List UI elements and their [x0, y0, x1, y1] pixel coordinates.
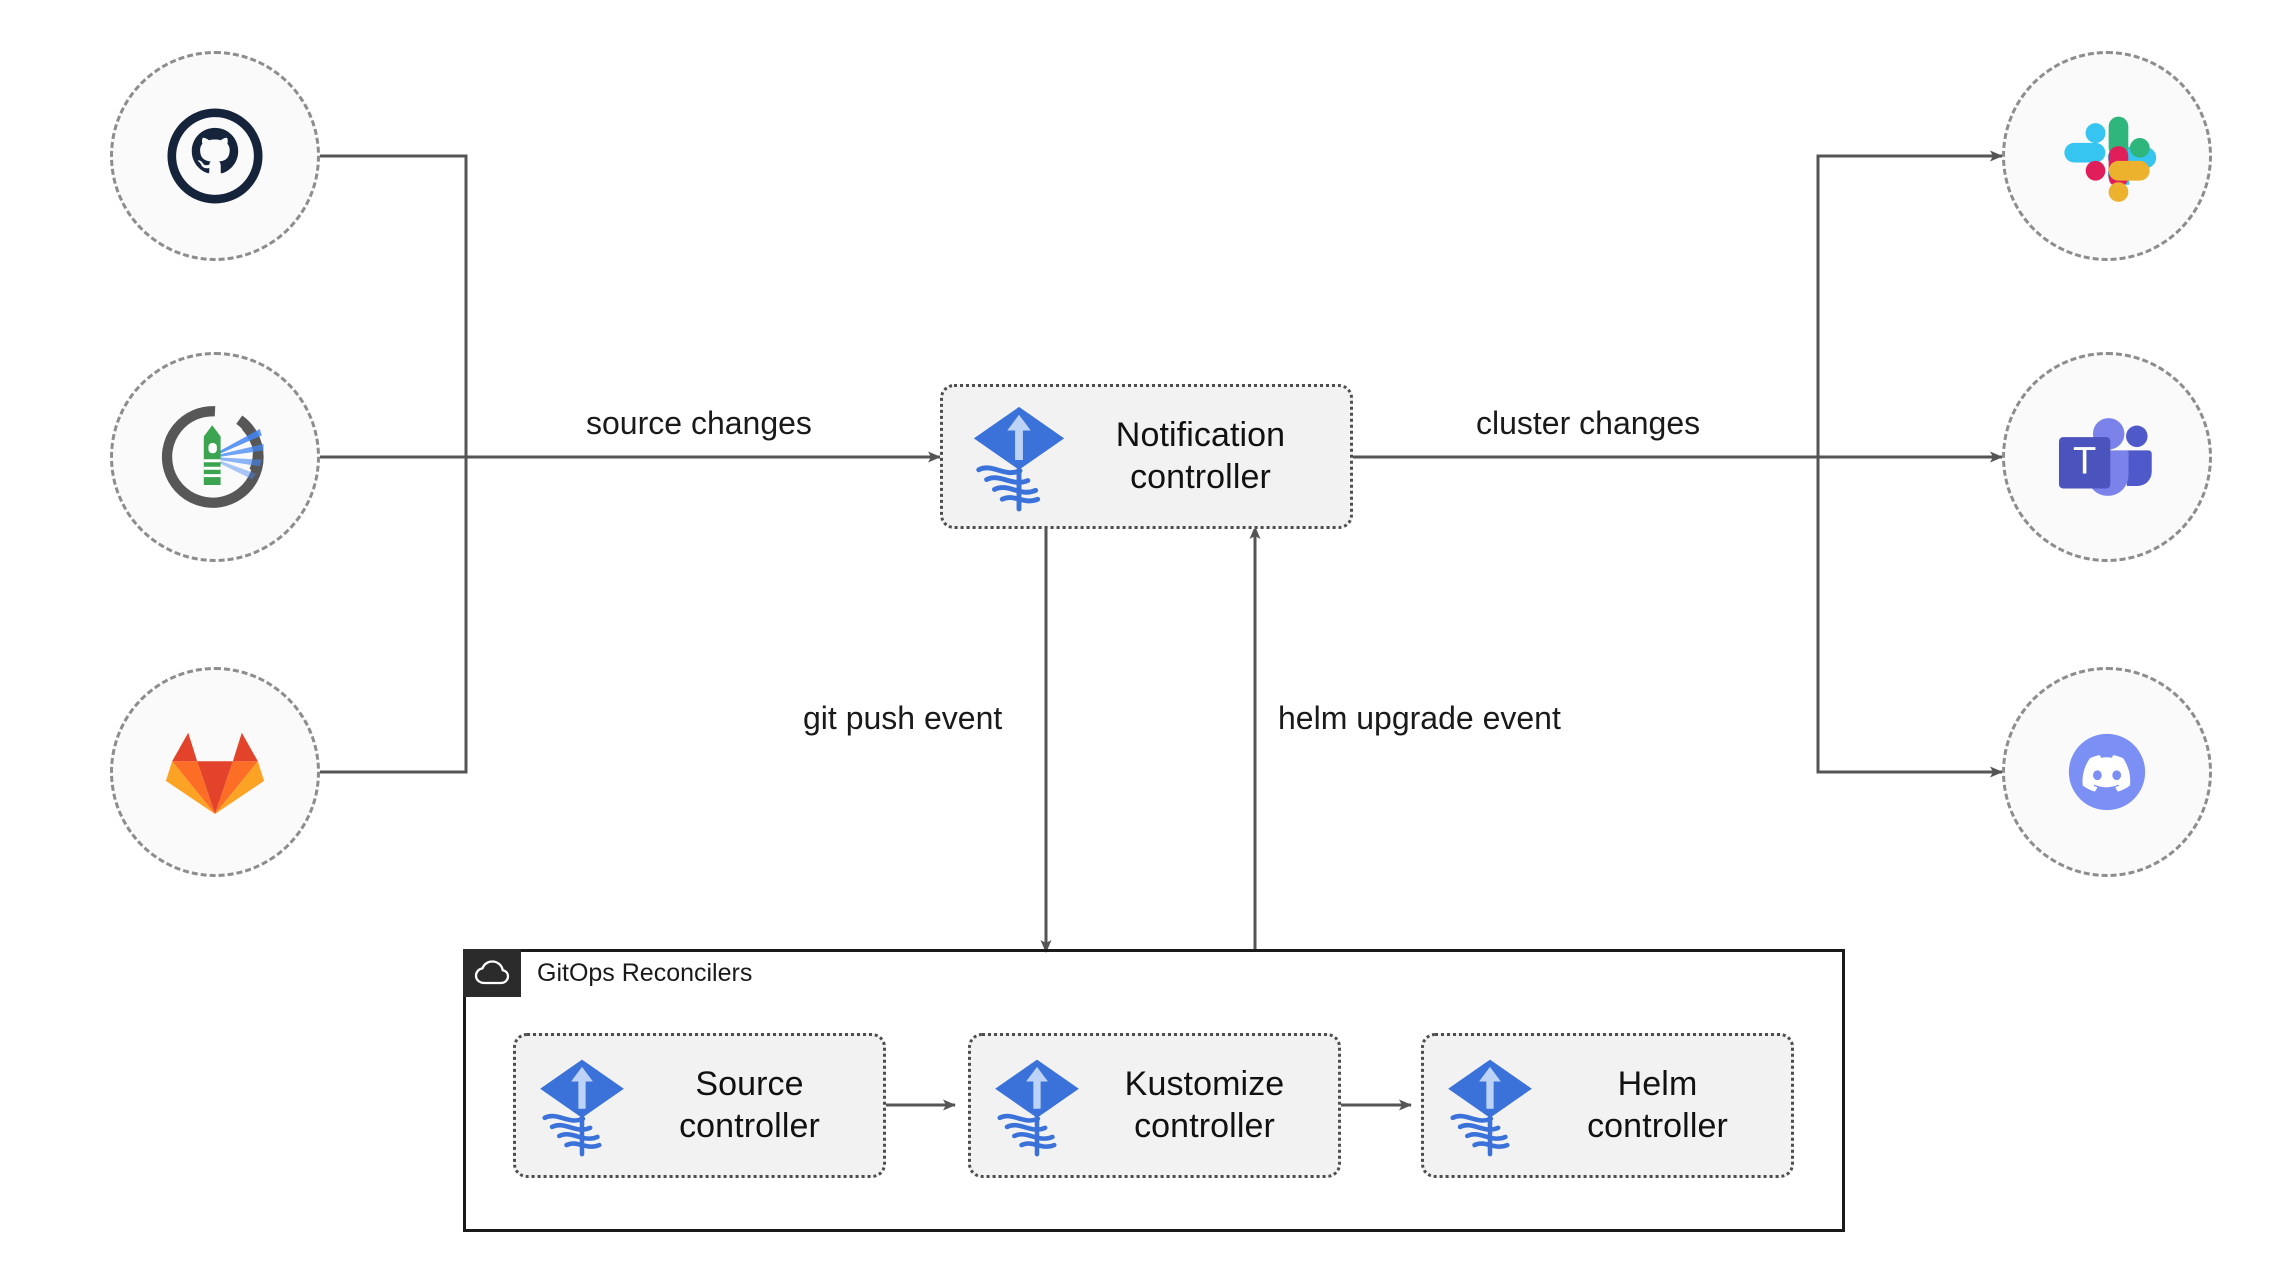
gitops-reconcilers-header: GitOps Reconcilers	[463, 949, 752, 997]
helm-controller-node[interactable]: Helm controller	[1421, 1033, 1794, 1178]
notification-controller-label: Notification controller	[1115, 416, 1286, 496]
wire-to-discord	[1816, 457, 2003, 778]
cloud-icon	[463, 949, 521, 997]
microsoft-teams-icon: T	[2058, 418, 2152, 496]
helm-controller-label: Helm controller	[1587, 1065, 1728, 1145]
edge-label-git-push-event: git push event	[795, 700, 1011, 737]
slack-icon	[2064, 116, 2157, 202]
edge-label-cluster-changes: cluster changes	[1468, 405, 1709, 442]
flux-logo-icon	[532, 1052, 632, 1160]
source-node-flux[interactable]	[110, 352, 320, 562]
wire-sources-trunk	[215, 154, 468, 774]
source-controller-node[interactable]: Source controller	[513, 1033, 886, 1178]
gitlab-icon	[165, 732, 265, 814]
source-node-github[interactable]	[110, 51, 320, 261]
kustomize-controller-node[interactable]: Kustomize controller	[968, 1033, 1341, 1178]
flux-logo-icon	[965, 399, 1073, 515]
kustomize-controller-label: Kustomize controller	[1124, 1065, 1285, 1145]
flux-logo-icon	[987, 1052, 1087, 1160]
container-title: GitOps Reconcilers	[537, 958, 753, 987]
edge-label-helm-upgrade-event: helm upgrade event	[1270, 700, 1569, 737]
target-node-slack[interactable]	[2002, 51, 2212, 261]
wire-to-slack	[1816, 150, 2003, 457]
source-node-gitlab[interactable]	[110, 667, 320, 877]
teams-letter: T	[2073, 441, 2096, 483]
flux-logo-icon	[1440, 1052, 1540, 1160]
edge-label-source-changes: source changes	[578, 405, 820, 442]
flux-lighthouse-icon	[161, 406, 264, 508]
target-node-discord[interactable]	[2002, 667, 2212, 877]
gitops-reconcilers-container	[463, 949, 1845, 1232]
target-node-teams[interactable]: T	[2002, 352, 2212, 562]
source-controller-label: Source controller	[679, 1065, 820, 1145]
discord-icon	[2068, 733, 2146, 811]
github-icon	[167, 108, 263, 204]
notification-controller-node[interactable]: Notification controller	[940, 384, 1353, 529]
